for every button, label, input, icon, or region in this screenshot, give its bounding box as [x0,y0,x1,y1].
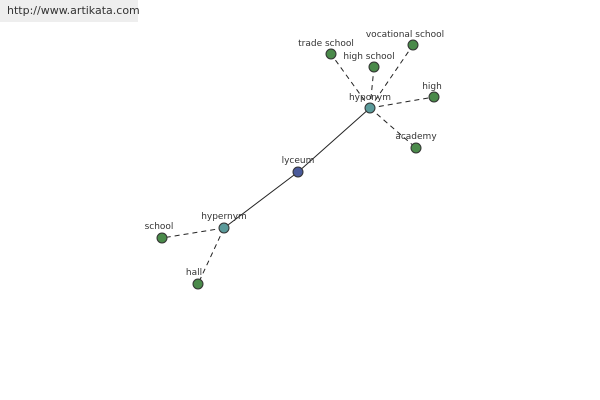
node-hypernym[interactable]: hypernym [201,212,247,234]
node-circle-hyponym[interactable] [364,102,376,114]
node-circle-school[interactable] [156,232,168,244]
node-label-trade-school: trade school [298,39,354,49]
edge-hyponym-vocational-school [369,44,414,109]
node-label-lyceum: lyceum [282,156,315,166]
node-label-high: high [422,82,442,92]
graph-edges [161,44,435,285]
edge-hypernym-hall [197,227,225,285]
node-circle-high-school[interactable] [368,61,380,73]
node-label-hall: hall [186,268,202,278]
node-trade-school[interactable]: trade school [298,39,354,60]
node-label-hypernym: hypernym [201,212,247,222]
node-academy[interactable]: academy [395,132,437,154]
edge-hyponym-academy [369,107,417,149]
edge-lyceum-hypernym [223,171,299,229]
node-high-school[interactable]: high school [343,52,395,73]
site-banner: http://www.artikata.com [0,0,140,22]
node-label-school: school [145,222,174,232]
node-circle-trade-school[interactable] [325,48,337,60]
edge-hyponym-high [369,96,435,109]
node-circle-lyceum[interactable] [292,166,304,178]
node-circle-academy[interactable] [410,142,422,154]
node-circle-hall[interactable] [192,278,204,290]
edge-hyponym-high-school [369,66,375,109]
site-url[interactable]: http://www.artikata.com [7,4,140,17]
node-lyceum[interactable]: lyceum [282,156,315,178]
node-vocational-school[interactable]: vocational school [366,30,444,51]
node-label-hyponym: hyponym [349,93,391,103]
edge-lyceum-hyponym [297,107,371,173]
node-circle-hypernym[interactable] [218,222,230,234]
node-label-academy: academy [395,132,437,142]
node-hyponym[interactable]: hyponym [349,93,391,114]
node-label-vocational-school: vocational school [366,30,444,40]
node-school[interactable]: school [145,222,174,244]
edge-hypernym-school [161,227,225,239]
edge-hyponym-trade-school [330,53,371,109]
node-circle-high[interactable] [428,91,440,103]
node-high[interactable]: high [422,82,442,103]
node-hall[interactable]: hall [186,268,204,290]
node-label-high-school: high school [343,52,394,62]
node-circle-vocational-school[interactable] [407,39,419,51]
graph-nodes: lyceum hyponym hypernym trade school high sc… [145,30,444,290]
